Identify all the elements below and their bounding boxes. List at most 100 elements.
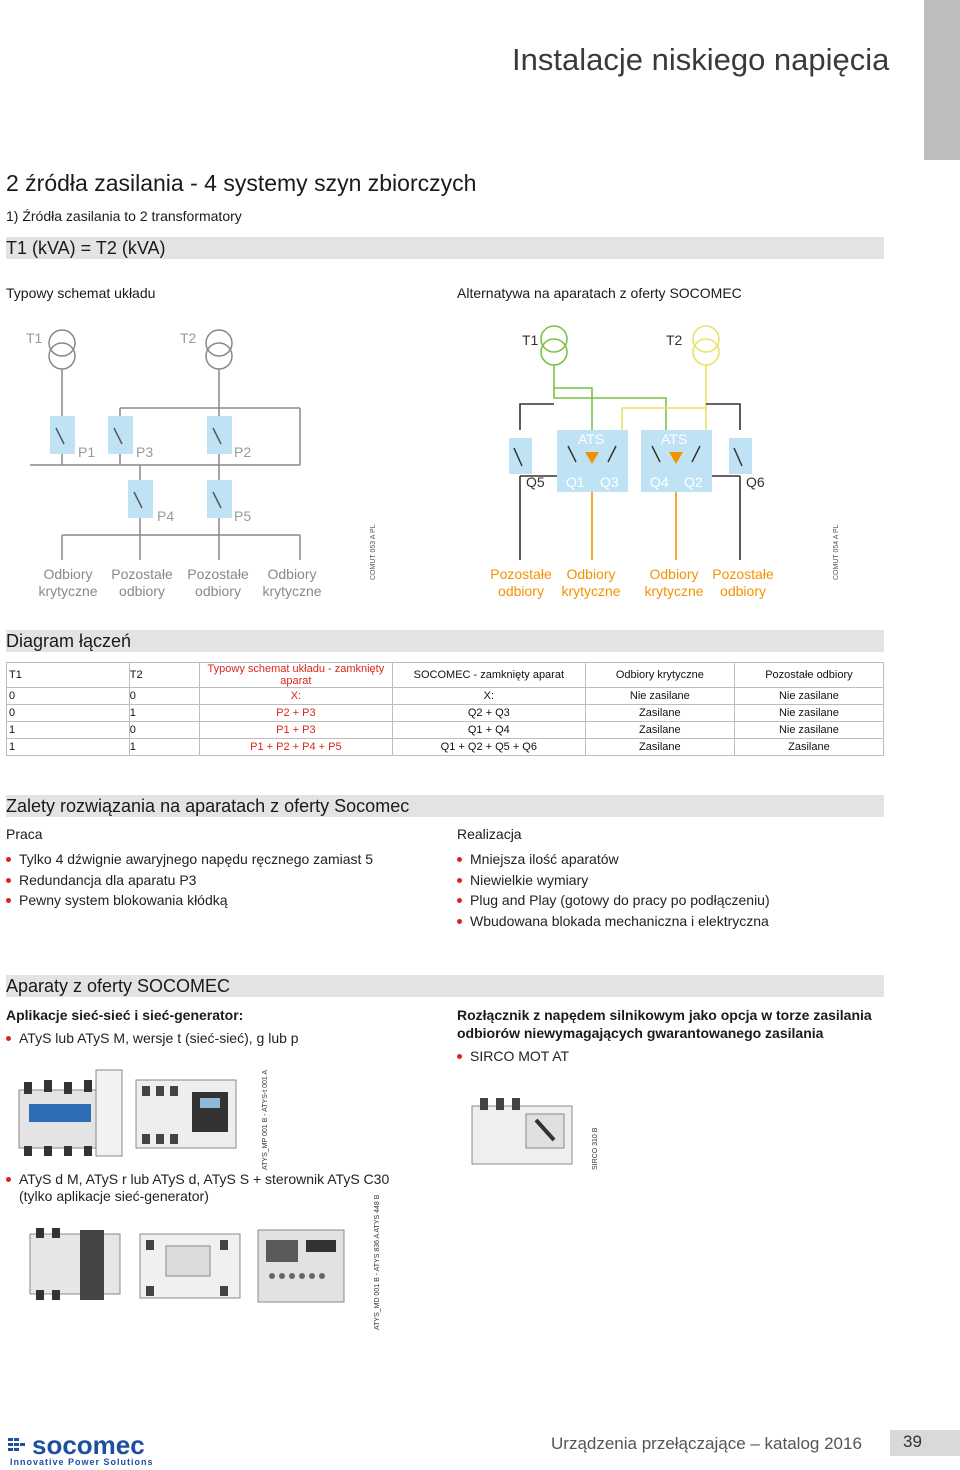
- switch-q3-label: Q3: [600, 474, 619, 490]
- table-header-row: T1 T2 Typowy schemat układu - zamknięty …: [6, 662, 885, 688]
- devices-code-2: ATYS_MD 001 B - ATYS 836 A ATYS 448 B: [374, 1194, 381, 1330]
- cell: Nie zasilane: [733, 687, 885, 705]
- list-item: Mniejsza ilość aparatów: [457, 849, 770, 870]
- right-diagram-heading: Alternatywa na aparatach z oferty SOCOME…: [457, 285, 742, 301]
- left-load-3-line2: odbiory: [195, 583, 241, 599]
- connections-bar: Diagram łączeń: [6, 630, 884, 652]
- list-item: ATyS d M, ATyS r lub ATyS d, ATyS S + st…: [6, 1169, 389, 1190]
- atys-product-images: [18, 1069, 237, 1157]
- switch-p3-label: P3: [136, 444, 153, 460]
- section-title: 2 źródła zasilania - 4 systemy szyn zbio…: [6, 170, 477, 196]
- cell: 1: [6, 738, 130, 756]
- devices-right-title-2: odbiorów niewymagających gwarantowanego …: [457, 1025, 824, 1041]
- cell: Zasilane: [584, 738, 735, 756]
- cell: 0: [6, 704, 130, 722]
- devices-bar: Aparaty z oferty SOCOMEC: [6, 975, 884, 997]
- sirco-mot-at-image: [471, 1098, 573, 1165]
- kva-bar: T1 (kVA) = T2 (kVA): [6, 237, 884, 259]
- header-other: Pozostałe odbiory: [733, 662, 885, 688]
- cell: X:: [391, 687, 586, 705]
- switch-q4-label: Q4: [650, 474, 669, 490]
- left-load-4-line2: krytyczne: [262, 583, 321, 599]
- cell: 0: [128, 687, 200, 705]
- right-t1-label: T1: [522, 332, 539, 348]
- right-load-3-line1: Odbiory: [649, 566, 698, 582]
- cell: P1 + P3: [198, 721, 393, 739]
- right-load-3-line2: krytyczne: [644, 583, 703, 599]
- brand-name: socomec: [32, 1432, 145, 1460]
- devices-right-list: SIRCO MOT AT: [457, 1046, 569, 1067]
- list-item: SIRCO MOT AT: [457, 1046, 569, 1067]
- header-critical: Odbiory krytyczne: [584, 662, 735, 688]
- table-row: 1 1 P1 + P2 + P4 + P5 Q1 + Q2 + Q5 + Q6 …: [6, 738, 885, 756]
- typical-layout-diagram: T1 T2 P1 P3 P2 P4 P5 Odbiory krytyczne P…: [26, 329, 377, 599]
- left-load-2-line2: odbiory: [119, 583, 165, 599]
- cell: Q1 + Q4: [391, 721, 586, 739]
- switch-q6-label: Q6: [746, 474, 765, 490]
- ats-2-label: ATS: [661, 431, 687, 447]
- table-row: 0 1 P2 + P3 Q2 + Q3 Zasilane Nie zasilan…: [6, 704, 885, 722]
- advantages-col2-list: Mniejsza ilość aparatów Niewielkie wymia…: [457, 849, 770, 931]
- cell: Zasilane: [584, 721, 735, 739]
- list-item: Wbudowana blokada mechaniczna i elektryc…: [457, 911, 770, 932]
- list-item: Niewielkie wymiary: [457, 870, 770, 891]
- section-subtitle: 1) Źródła zasilania to 2 transformatory: [6, 208, 242, 224]
- right-diagram-code: COMUT 054 A PL: [833, 524, 840, 580]
- atys-c30-controller-image: [257, 1229, 345, 1303]
- atys-t-image: [135, 1079, 237, 1149]
- devices-right-title-1: Rozłącznik z napędem silnikowym jako opc…: [457, 1007, 872, 1023]
- right-load-2-line1: Odbiory: [566, 566, 615, 582]
- right-load-1-line2: odbiory: [498, 583, 544, 599]
- page-edge-tab: [924, 0, 960, 160]
- connections-table: T1 T2 Typowy schemat układu - zamknięty …: [6, 662, 885, 756]
- switch-q2-label: Q2: [684, 474, 703, 490]
- cell: 0: [128, 721, 200, 739]
- header-t1: T1: [6, 662, 130, 688]
- list-item: Plug and Play (gotowy do pracy po podłąc…: [457, 890, 770, 911]
- cell: Nie zasilane: [733, 721, 885, 739]
- left-load-2-line1: Pozostałe: [111, 566, 173, 582]
- switch-q1-label: Q1: [566, 474, 585, 490]
- table-row: 0 0 X: X: Nie zasilane Nie zasilane: [6, 687, 885, 705]
- page-number: 39: [903, 1432, 922, 1451]
- page-number-box: [890, 1430, 960, 1456]
- left-load-3-line1: Pozostałe: [187, 566, 249, 582]
- header-typical: Typowy schemat układu - zamknięty aparat: [198, 662, 393, 688]
- cell: 1: [128, 704, 200, 722]
- cell: 1: [128, 738, 200, 756]
- advantages-title: Zalety rozwiązania na aparatach z oferty…: [6, 796, 410, 816]
- devices-left-list: ATyS lub ATyS M, wersje t (sieć-sieć), g…: [6, 1028, 299, 1049]
- devices-title: Aparaty z oferty SOCOMEC: [6, 976, 231, 996]
- devices-left-item2-cont: (tylko aplikacje sieć-generator): [19, 1188, 209, 1204]
- atys-m-image: [18, 1069, 123, 1157]
- brand-tagline: Innovative Power Solutions: [10, 1457, 154, 1466]
- cell: 1: [6, 721, 130, 739]
- cell: P2 + P3: [198, 704, 393, 722]
- socomec-alternative-diagram: T1 T2 ATS ATS Q5 Q1 Q3 Q4 Q2 Q6 Pozostał…: [490, 325, 840, 599]
- left-load-4-line1: Odbiory: [267, 566, 316, 582]
- devices-code-3: SIRCO 310 B: [592, 1127, 599, 1170]
- advantages-bar: Zalety rozwiązania na aparatach z oferty…: [6, 795, 884, 817]
- cell: 0: [6, 687, 130, 705]
- switch-p1-label: P1: [78, 444, 95, 460]
- left-diagram-heading: Typowy schemat układu: [6, 285, 156, 301]
- cell: Zasilane: [584, 704, 735, 722]
- devices-code-1: ATYS_MP 001 B - ATYS-t 001 A: [262, 1070, 269, 1170]
- left-load-1-line1: Odbiory: [43, 566, 92, 582]
- connections-title: Diagram łączeń: [6, 631, 132, 651]
- left-t1-label: T1: [26, 330, 43, 346]
- list-item: ATyS lub ATyS M, wersje t (sieć-sieć), g…: [6, 1028, 299, 1049]
- advantages-col1-title: Praca: [6, 826, 43, 842]
- catalog-footer-text: Urządzenia przełączające – katalog 2016: [551, 1434, 862, 1453]
- cell: Nie zasilane: [584, 687, 735, 705]
- cell: P1 + P2 + P4 + P5: [198, 738, 393, 756]
- switch-p2-label: P2: [234, 444, 251, 460]
- cell: X:: [198, 687, 393, 705]
- switch-q5-label: Q5: [526, 474, 545, 490]
- table-row: 1 0 P1 + P3 Q1 + Q4 Zasilane Nie zasilan…: [6, 721, 885, 739]
- kva-bar-label: T1 (kVA) = T2 (kVA): [6, 238, 166, 258]
- right-load-2-line2: krytyczne: [561, 583, 620, 599]
- atys-s-image: [139, 1233, 241, 1299]
- list-item: Tylko 4 dźwignie awaryjnego napędu ręczn…: [6, 849, 373, 870]
- devices-left-list-2: ATyS d M, ATyS r lub ATyS d, ATyS S + st…: [6, 1169, 389, 1190]
